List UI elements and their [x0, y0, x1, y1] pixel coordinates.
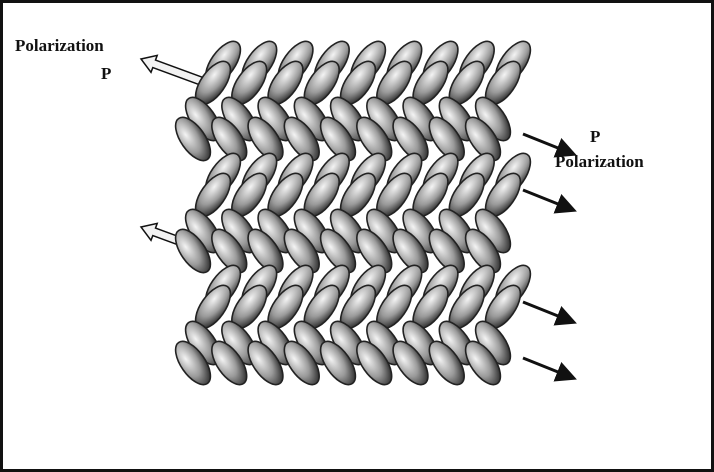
polarization-arrow-left [141, 55, 203, 84]
molecule-layer [169, 316, 517, 391]
polarization-arrow-right [523, 358, 573, 378]
molecular-layers [169, 36, 537, 391]
right-p-label: P [590, 128, 600, 145]
polarization-arrow-right [523, 302, 573, 322]
left-p-label: P [101, 65, 111, 82]
hollow-arrow-shape [141, 55, 203, 84]
polarization-arrow-right [523, 190, 573, 210]
polarization-arrow-right [523, 134, 573, 154]
right-polarization-label: Polarization [555, 153, 644, 170]
left-polarization-label: Polarization [15, 37, 104, 54]
